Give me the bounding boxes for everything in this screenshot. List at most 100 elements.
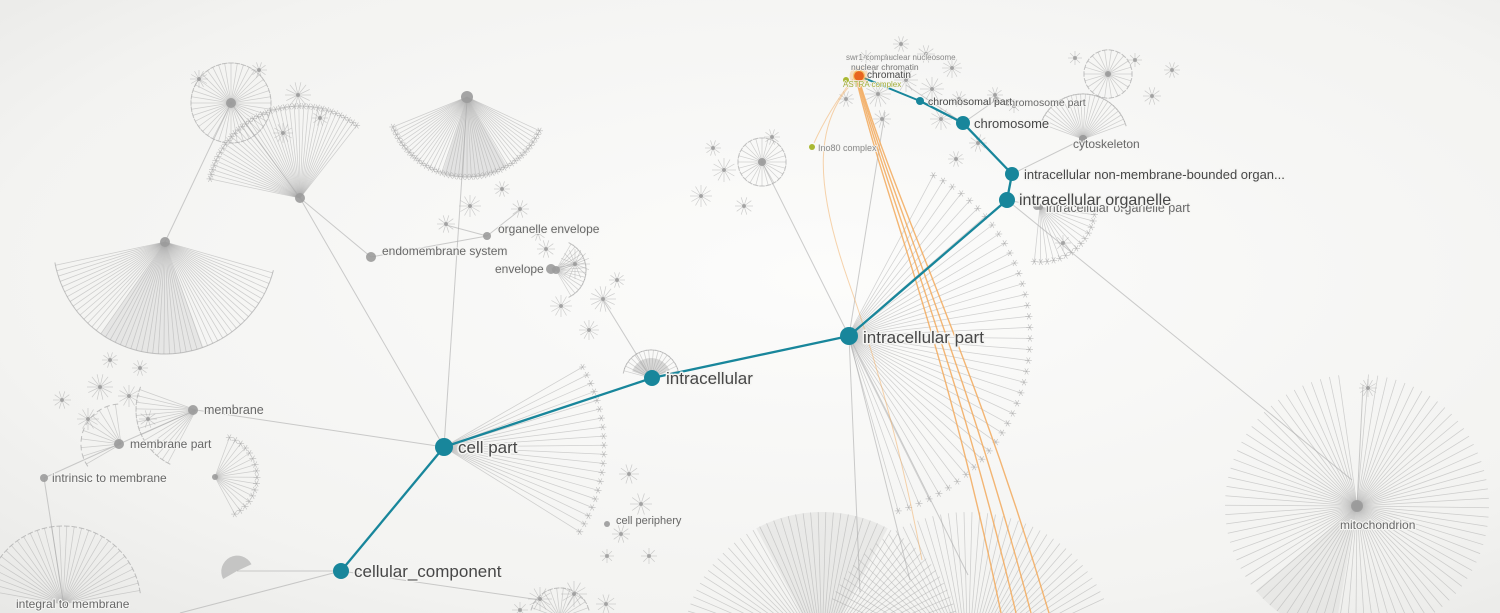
burst-line: [1086, 232, 1089, 237]
label-chromatin[interactable]: chromatin: [866, 69, 911, 81]
label-membrane[interactable]: membrane: [203, 402, 265, 418]
label-ino80-complex[interactable]: Ino80 complex: [817, 142, 877, 153]
fan-spoke: [1356, 505, 1365, 613]
label-cell-periphery[interactable]: cell periphery: [615, 514, 683, 528]
label-nuclear-chromatin[interactable]: nuclear chromatin: [850, 61, 919, 72]
label-envelope[interactable]: envelope: [494, 261, 545, 277]
node-membrane[interactable]: [188, 405, 198, 415]
node-chromosome-part[interactable]: [993, 97, 999, 103]
burst-line: [1028, 357, 1031, 361]
fan-spoke: [425, 96, 468, 166]
burst-line: [447, 171, 451, 176]
node-organelle-envelope[interactable]: [483, 232, 491, 240]
node-membrane-part[interactable]: [114, 439, 124, 449]
fan-spoke: [738, 161, 763, 169]
leaf-burst: [917, 45, 935, 63]
label-intracellular-organelle[interactable]: intracellular organelle: [1018, 191, 1173, 211]
burst-line: [594, 298, 604, 310]
burst-line: [394, 130, 397, 135]
burst-line: [599, 469, 603, 473]
fan-wedge: [756, 512, 888, 613]
fan-spoke: [1356, 505, 1484, 546]
fan-spoke: [152, 241, 166, 354]
label-organelle-envelope[interactable]: organelle envelope: [497, 221, 601, 237]
fan-spoke: [1356, 505, 1415, 613]
burst-line: [531, 138, 534, 143]
node-intracellular-organelle[interactable]: [999, 192, 1015, 208]
fan-tip-tick: [136, 419, 139, 425]
burst-line: [521, 151, 524, 156]
burst-line: [475, 176, 478, 180]
burst-line: [471, 173, 474, 178]
burst-line: [1026, 368, 1029, 372]
burst-line: [1029, 338, 1032, 342]
fan-tip-tick: [106, 538, 112, 543]
node-nuclear-chromatin-node[interactable]: [852, 69, 866, 83]
node-endomembrane-system[interactable]: [366, 252, 376, 262]
node-cell-periphery[interactable]: [604, 521, 610, 527]
leaf-burst-center: [587, 328, 591, 332]
label-intracellular-organelle-part[interactable]: intracellular organelle part: [1045, 200, 1192, 216]
burst-line: [717, 169, 725, 181]
label-membrane-part[interactable]: membrane part: [129, 436, 213, 452]
label-chromosomal-part[interactable]: chromosomal part: [927, 95, 1013, 108]
burst-line: [404, 145, 407, 150]
fan-spoke: [1107, 50, 1112, 75]
fan-tip-tick: [1121, 116, 1126, 122]
node-chromosomal-part[interactable]: [916, 97, 924, 105]
label-cytoskeleton[interactable]: cytoskeleton: [1072, 136, 1141, 152]
node-cell-part[interactable]: [435, 438, 453, 456]
label-cellular-component[interactable]: cellular_component: [353, 561, 504, 583]
burst-line: [723, 163, 735, 171]
burst-line: [270, 107, 273, 111]
leaf-burst-center: [615, 278, 619, 282]
label-mitochondrion[interactable]: mitochondrion: [1339, 517, 1417, 533]
fan-spoke: [55, 241, 166, 266]
fan-spoke: [1082, 101, 1109, 140]
fan-spoke: [947, 513, 962, 613]
burst-line: [1070, 252, 1074, 256]
node-envelope[interactable]: [546, 264, 556, 274]
label-chromosome[interactable]: chromosome: [973, 115, 1051, 133]
node-intrinsic-to-membrane[interactable]: [40, 474, 48, 482]
node-intracellular-part[interactable]: [840, 327, 858, 345]
label-intracellular[interactable]: intracellular: [665, 368, 755, 390]
burst-line: [1053, 260, 1056, 264]
node-ino80-complex-node[interactable]: [809, 144, 815, 150]
burst-line: [1053, 257, 1056, 261]
node-intracellular-non-membrane-bounded-organelle[interactable]: [1005, 167, 1019, 181]
label-swr1-complex[interactable]: swr1-complex: [845, 52, 896, 62]
label-chromosome-part[interactable]: chromosome part: [1003, 96, 1086, 109]
fan-tip-tick: [27, 531, 34, 535]
burst-line: [601, 432, 604, 437]
burst-line: [254, 483, 257, 487]
node-intracellular-organelle-part[interactable]: [1033, 202, 1041, 210]
burst-line: [460, 176, 463, 181]
burst-line: [896, 507, 899, 512]
label-intrinsic-to-membrane[interactable]: intrinsic to membrane: [51, 470, 168, 486]
label-intracellular-non-membrane-bounded-organelle[interactable]: intracellular non-membrane-bounded organ…: [1023, 166, 1287, 184]
label-cell-part[interactable]: cell part: [457, 437, 520, 459]
node-cytoskeleton[interactable]: [1079, 135, 1087, 143]
fan-spoke: [1039, 577, 1093, 613]
node-cellular-component[interactable]: [333, 563, 349, 579]
node-chromosome[interactable]: [956, 116, 970, 130]
label-nuclear-nucleosome[interactable]: nuclear nucleosome: [883, 52, 957, 62]
burst-line: [273, 106, 276, 110]
fan-spoke: [1356, 452, 1478, 507]
label-astra-complex[interactable]: ASTRA complex: [842, 79, 902, 89]
label-intracellular-part[interactable]: intracellular part: [862, 327, 986, 349]
node-mitochondrion[interactable]: [1352, 501, 1362, 511]
fan-spoke: [466, 96, 485, 176]
burst-line: [315, 107, 319, 111]
node-intracellular[interactable]: [644, 370, 660, 386]
fan-tip-tick: [104, 405, 110, 408]
label-integral-to-membrane[interactable]: integral to membrane: [15, 596, 131, 612]
burst-line: [248, 498, 252, 502]
teal-edge: [340, 446, 445, 572]
label-endomembrane-system[interactable]: endomembrane system: [381, 243, 509, 259]
node-astra-complex-node[interactable]: [843, 77, 849, 83]
burst-line: [532, 138, 536, 143]
fan-spoke: [249, 120, 301, 199]
